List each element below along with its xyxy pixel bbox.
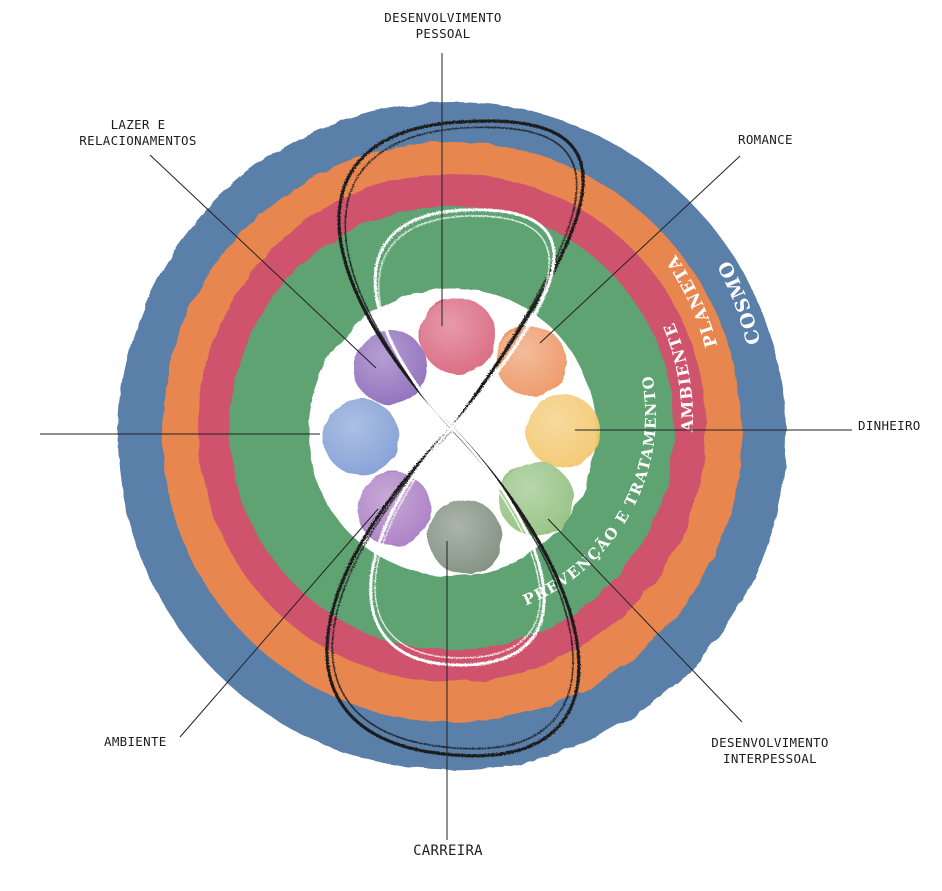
label-romance: ROMANCE [738, 132, 793, 147]
label-lazer-e-relacionamentos: LAZER E RELACIONAMENTOS [79, 117, 197, 148]
label-ambiente: AMBIENTE [104, 734, 167, 749]
circle-highlights [323, 298, 600, 574]
rings-group [118, 102, 786, 770]
label-dinheiro: DINHEIRO [858, 418, 921, 433]
infinity-loop-white [369, 208, 556, 667]
label-desenvolvimento-pessoal: DESENVOLVIMENTO PESSOAL [384, 10, 502, 41]
label-carreira: CARREIRA [413, 843, 483, 859]
leader-romance [539, 155, 741, 344]
leader-lazer [149, 154, 377, 369]
leader-ambiente [179, 508, 379, 738]
leader-desenvolvimento-interpessoal [547, 518, 743, 723]
leader-lines [40, 53, 852, 840]
label-desenvolvimento-interpessoal: DESENVOLVIMENTO INTERPESSOAL [711, 735, 829, 766]
